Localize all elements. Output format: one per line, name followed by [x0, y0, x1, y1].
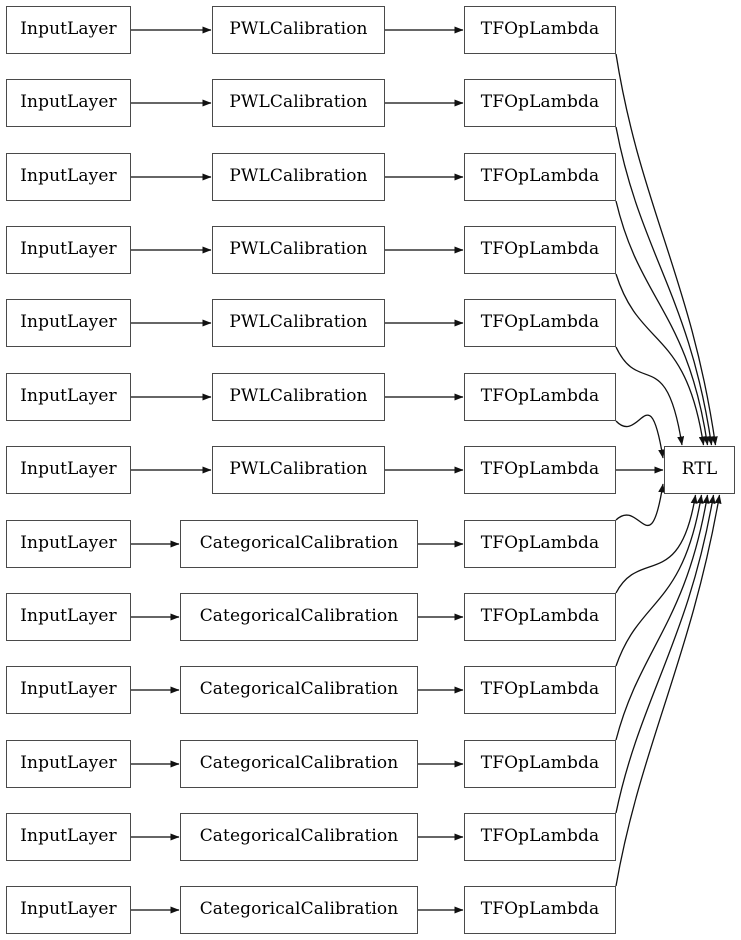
- node-label: TFOpLambda: [480, 606, 600, 626]
- node-label: CategoricalCalibration: [199, 899, 399, 919]
- node-input-layer-7[interactable]: InputLayer: [6, 520, 131, 568]
- node-tfoplambda-8[interactable]: TFOpLambda: [464, 593, 616, 641]
- node-calibration-3[interactable]: PWLCalibration: [212, 226, 385, 274]
- node-label: TFOpLambda: [480, 826, 600, 846]
- node-calibration-5[interactable]: PWLCalibration: [212, 373, 385, 421]
- node-input-layer-0[interactable]: InputLayer: [6, 6, 131, 54]
- node-label: InputLayer: [20, 386, 117, 406]
- node-input-layer-10[interactable]: InputLayer: [6, 740, 131, 788]
- node-label: InputLayer: [20, 239, 117, 259]
- node-label: PWLCalibration: [229, 166, 368, 186]
- node-calibration-12[interactable]: CategoricalCalibration: [180, 886, 418, 934]
- node-input-layer-1[interactable]: InputLayer: [6, 79, 131, 127]
- node-label: InputLayer: [20, 533, 117, 553]
- node-label: InputLayer: [20, 459, 117, 479]
- edge-curved-to-rtl: [615, 494, 716, 814]
- node-label: InputLayer: [20, 92, 117, 112]
- node-rtl-output[interactable]: RTL: [664, 446, 735, 494]
- node-label: CategoricalCalibration: [199, 826, 399, 846]
- node-label: TFOpLambda: [480, 899, 600, 919]
- node-label: PWLCalibration: [229, 19, 368, 39]
- node-input-layer-6[interactable]: InputLayer: [6, 446, 131, 494]
- edge-curved-to-rtl: [615, 494, 704, 667]
- node-tfoplambda-3[interactable]: TFOpLambda: [464, 226, 616, 274]
- node-tfoplambda-12[interactable]: TFOpLambda: [464, 886, 616, 934]
- edge-curved-to-rtl: [615, 494, 722, 887]
- node-label: RTL: [681, 459, 718, 479]
- node-label: TFOpLambda: [480, 239, 600, 259]
- node-input-layer-9[interactable]: InputLayer: [6, 666, 131, 714]
- node-label: CategoricalCalibration: [199, 679, 399, 699]
- node-calibration-2[interactable]: PWLCalibration: [212, 153, 385, 201]
- node-label: PWLCalibration: [229, 312, 368, 332]
- node-label: InputLayer: [20, 753, 117, 773]
- node-input-layer-11[interactable]: InputLayer: [6, 813, 131, 861]
- node-input-layer-8[interactable]: InputLayer: [6, 593, 131, 641]
- node-label: PWLCalibration: [229, 92, 368, 112]
- node-input-layer-5[interactable]: InputLayer: [6, 373, 131, 421]
- edge-curved-to-rtl: [615, 414, 666, 459]
- node-tfoplambda-10[interactable]: TFOpLambda: [464, 740, 616, 788]
- node-tfoplambda-9[interactable]: TFOpLambda: [464, 666, 616, 714]
- node-tfoplambda-11[interactable]: TFOpLambda: [464, 813, 616, 861]
- node-label: InputLayer: [20, 826, 117, 846]
- node-label: PWLCalibration: [229, 459, 368, 479]
- node-label: TFOpLambda: [480, 679, 600, 699]
- node-calibration-7[interactable]: CategoricalCalibration: [180, 520, 418, 568]
- node-calibration-6[interactable]: PWLCalibration: [212, 446, 385, 494]
- edge-curved-to-rtl: [615, 494, 710, 741]
- node-calibration-8[interactable]: CategoricalCalibration: [180, 593, 418, 641]
- node-label: TFOpLambda: [480, 459, 600, 479]
- node-tfoplambda-6[interactable]: TFOpLambda: [464, 446, 616, 494]
- edge-curved-to-rtl: [615, 346, 685, 446]
- node-tfoplambda-7[interactable]: TFOpLambda: [464, 520, 616, 568]
- node-label: CategoricalCalibration: [199, 753, 399, 773]
- node-calibration-9[interactable]: CategoricalCalibration: [180, 666, 418, 714]
- edge-curved-to-rtl: [615, 494, 698, 594]
- edge-curved-to-rtl: [615, 126, 714, 446]
- node-label: PWLCalibration: [229, 386, 368, 406]
- node-tfoplambda-5[interactable]: TFOpLambda: [464, 373, 616, 421]
- node-label: InputLayer: [20, 19, 117, 39]
- node-label: InputLayer: [20, 166, 117, 186]
- node-input-layer-4[interactable]: InputLayer: [6, 299, 131, 347]
- node-tfoplambda-2[interactable]: TFOpLambda: [464, 153, 616, 201]
- edge-curved-to-rtl: [615, 200, 710, 446]
- node-input-layer-2[interactable]: InputLayer: [6, 153, 131, 201]
- node-label: TFOpLambda: [480, 533, 600, 553]
- node-label: TFOpLambda: [480, 166, 600, 186]
- node-label: TFOpLambda: [480, 312, 600, 332]
- node-input-layer-3[interactable]: InputLayer: [6, 226, 131, 274]
- node-calibration-10[interactable]: CategoricalCalibration: [180, 740, 418, 788]
- node-calibration-0[interactable]: PWLCalibration: [212, 6, 385, 54]
- node-tfoplambda-1[interactable]: TFOpLambda: [464, 79, 616, 127]
- node-calibration-11[interactable]: CategoricalCalibration: [180, 813, 418, 861]
- edge-curved-to-rtl: [615, 273, 706, 446]
- node-label: CategoricalCalibration: [199, 606, 399, 626]
- edge-curved-to-rtl: [615, 53, 718, 446]
- node-label: TFOpLambda: [480, 386, 600, 406]
- node-tfoplambda-0[interactable]: TFOpLambda: [464, 6, 616, 54]
- node-label: TFOpLambda: [480, 753, 600, 773]
- node-label: InputLayer: [20, 679, 117, 699]
- node-label: InputLayer: [20, 312, 117, 332]
- node-calibration-4[interactable]: PWLCalibration: [212, 299, 385, 347]
- node-label: TFOpLambda: [480, 19, 600, 39]
- node-label: CategoricalCalibration: [199, 533, 399, 553]
- node-label: PWLCalibration: [229, 239, 368, 259]
- node-label: TFOpLambda: [480, 92, 600, 112]
- node-input-layer-12[interactable]: InputLayer: [6, 886, 131, 934]
- edge-curved-to-rtl: [615, 483, 666, 527]
- node-tfoplambda-4[interactable]: TFOpLambda: [464, 299, 616, 347]
- node-label: InputLayer: [20, 606, 117, 626]
- node-calibration-1[interactable]: PWLCalibration: [212, 79, 385, 127]
- node-label: InputLayer: [20, 899, 117, 919]
